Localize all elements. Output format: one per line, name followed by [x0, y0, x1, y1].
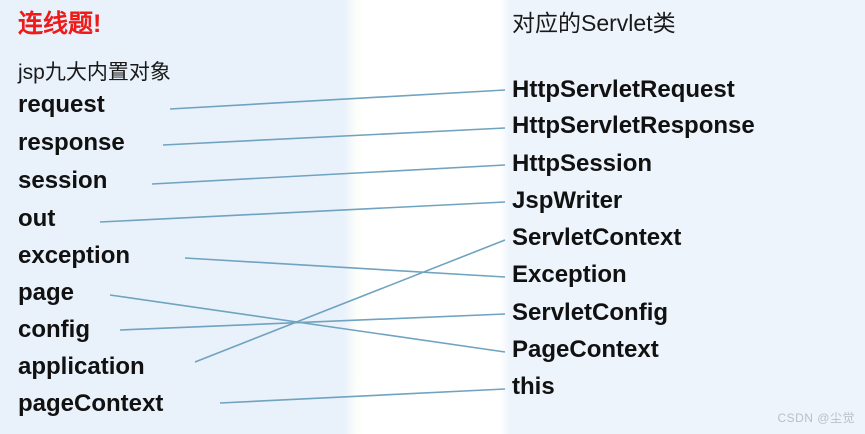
watermark: CSDN @尘觉 — [777, 411, 855, 425]
left-item-5[interactable]: page — [18, 279, 75, 306]
left-item-8[interactable]: pageContext — [18, 390, 164, 417]
right-item-4[interactable]: ServletContext — [512, 224, 682, 251]
right-item-7[interactable]: PageContext — [512, 336, 659, 363]
left-item-2[interactable]: session — [18, 167, 108, 194]
right-item-5[interactable]: Exception — [512, 261, 627, 288]
right-item-2[interactable]: HttpSession — [512, 150, 653, 177]
right-column-heading: 对应的Servlet类 — [512, 10, 676, 36]
left-item-1[interactable]: response — [18, 129, 125, 156]
left-item-0[interactable]: request — [18, 91, 105, 118]
right-item-3[interactable]: JspWriter — [512, 187, 623, 214]
left-item-6[interactable]: config — [18, 316, 90, 343]
left-item-3[interactable]: out — [18, 205, 56, 232]
background-band-middle — [362, 0, 502, 434]
page-title: 连线题! — [18, 10, 102, 38]
left-item-4[interactable]: exception — [18, 242, 131, 269]
left-column-heading: jsp九大内置对象 — [18, 61, 171, 84]
right-item-0[interactable]: HttpServletRequest — [512, 76, 735, 103]
left-item-7[interactable]: application — [18, 353, 145, 380]
background-band-fade-left — [344, 0, 364, 434]
right-item-8[interactable]: this — [512, 373, 555, 400]
background-band-right — [509, 0, 865, 434]
right-item-1[interactable]: HttpServletResponse — [512, 112, 755, 139]
right-item-6[interactable]: ServletConfig — [512, 299, 669, 326]
